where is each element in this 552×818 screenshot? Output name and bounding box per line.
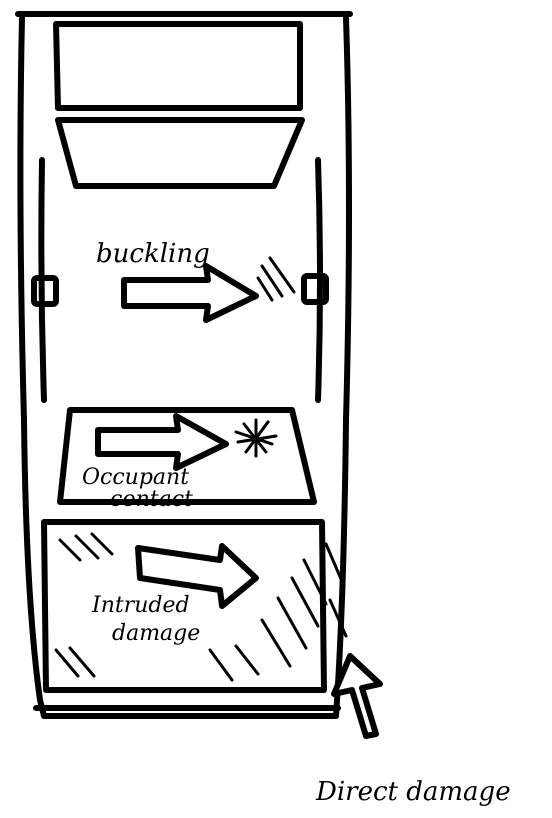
buckling-arrow [124,266,256,320]
label-occupant-line2: contact [110,487,193,512]
right-pillar [304,160,326,400]
backlight-glass [58,120,302,186]
rear-window [56,24,300,108]
left-pillar [34,160,56,400]
label-direct-damage: Direct damage [315,777,511,807]
label-intruded-line1: Intruded [91,593,190,618]
buckling-hatch [258,258,294,300]
label-buckling: buckling [96,239,210,269]
label-intruded-line2: damage [112,621,200,646]
occupant-arrow [98,416,226,468]
impact-star [236,420,276,456]
